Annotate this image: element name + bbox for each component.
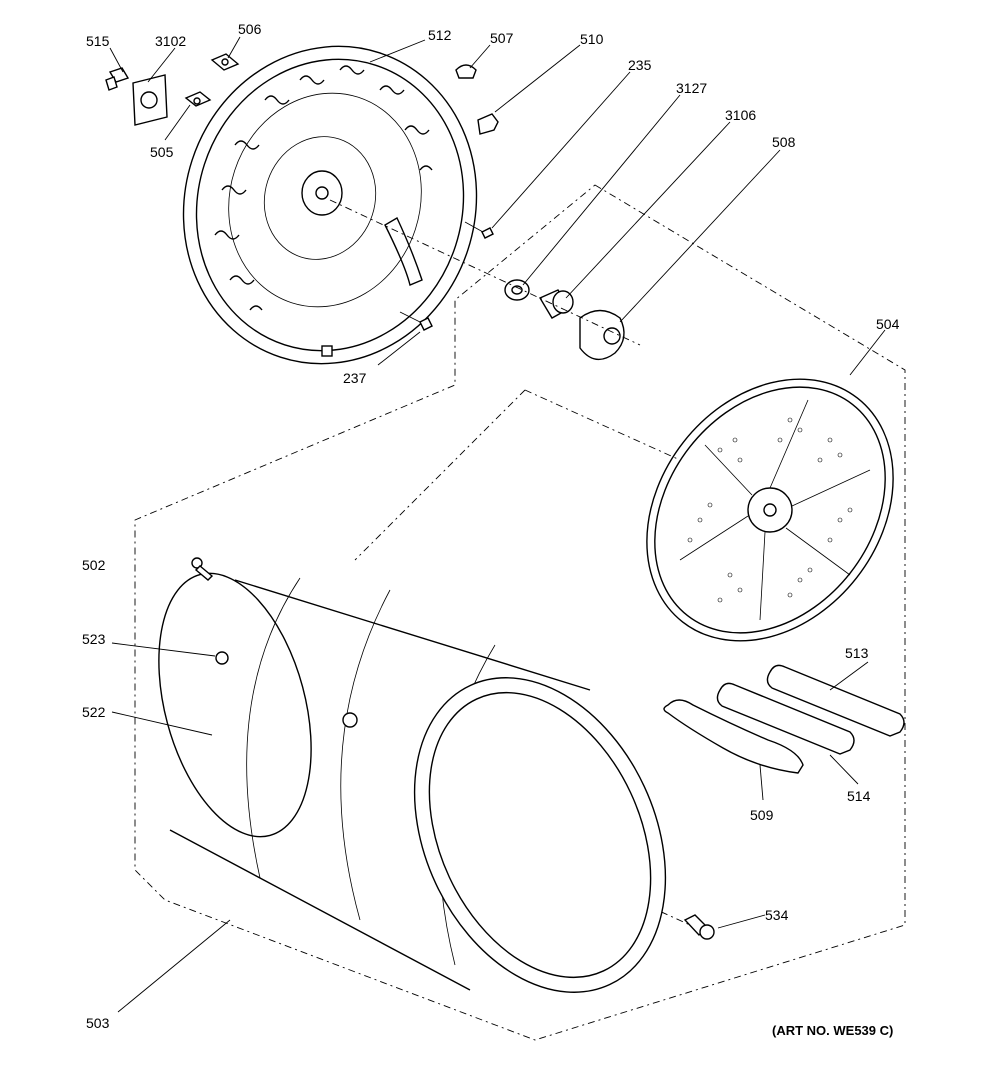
label-237: 237 — [343, 370, 367, 386]
label-3106: 3106 — [725, 107, 756, 123]
leader-lines — [109, 36, 886, 1013]
felt-seal-509 — [663, 699, 804, 774]
label-235: 235 — [628, 57, 652, 73]
thermostat-505 — [184, 91, 212, 107]
label-3102: 3102 — [155, 33, 186, 49]
label-507: 507 — [490, 30, 514, 46]
label-515: 515 — [86, 33, 110, 49]
label-510: 510 — [580, 31, 604, 47]
screw-237 — [399, 311, 433, 331]
screw-drum-top — [191, 557, 214, 581]
assembly-boundary — [134, 184, 906, 1041]
bracket-515 — [105, 67, 130, 91]
label-514: 514 — [847, 788, 871, 804]
label-513: 513 — [845, 645, 869, 661]
drum — [158, 572, 667, 993]
washer-3127 — [504, 279, 530, 301]
drum-slide-514 — [716, 682, 855, 755]
axis-line-lower — [354, 389, 526, 561]
label-523: 523 — [82, 631, 106, 647]
label-3127: 3127 — [676, 80, 707, 96]
axis-line-upper — [329, 199, 641, 346]
screw-534 — [683, 914, 715, 940]
thermostat-506 — [210, 53, 240, 71]
label-503: 503 — [86, 1015, 110, 1031]
axis-line-baffle — [524, 389, 681, 461]
label-502: 502 — [82, 557, 106, 573]
drum-baffle — [646, 378, 894, 642]
art-number: (ART NO. WE539 C) — [772, 1023, 893, 1038]
label-522: 522 — [82, 704, 106, 720]
mounting-plate-3102 — [132, 74, 168, 126]
bearing-3106 — [538, 289, 574, 319]
label-505: 505 — [150, 144, 174, 160]
label-508: 508 — [772, 134, 796, 150]
baffle-perforations — [687, 417, 853, 603]
label-506: 506 — [238, 21, 262, 37]
drum-slide-513 — [766, 664, 905, 737]
label-509: 509 — [750, 807, 774, 823]
label-512: 512 — [428, 27, 452, 43]
label-504: 504 — [876, 316, 900, 332]
screw-235 — [464, 221, 494, 239]
clip-507 — [455, 64, 477, 79]
rear-bulkhead — [182, 45, 478, 365]
label-534: 534 — [765, 907, 789, 923]
shaft-508 — [579, 309, 625, 361]
bracket-510 — [477, 113, 499, 135]
